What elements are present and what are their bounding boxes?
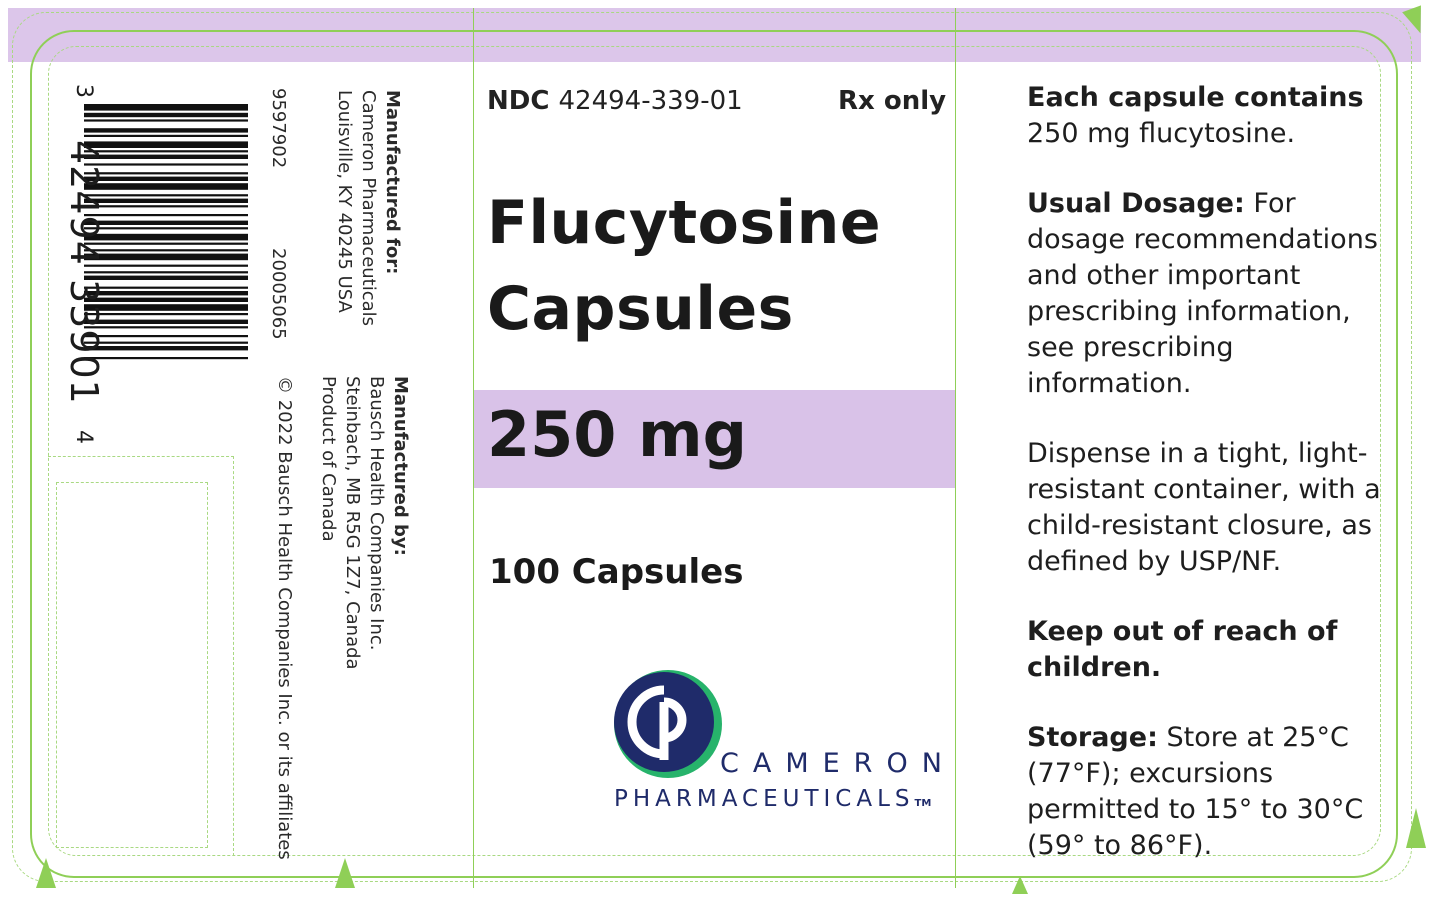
storage-text: Store at 25°C (77°F); excursions permitt… (1027, 722, 1364, 861)
barcode-bar (84, 119, 248, 122)
dispense-section: Dispense in a tight, light-resistant con… (1027, 438, 1381, 577)
manufactured-by-line-1: Bausch Health Companies Inc. (366, 376, 387, 651)
ndc-code: NDC 42494-339-01 (487, 86, 743, 116)
contains-label: Each capsule contains (1027, 82, 1364, 113)
barcode-bar (84, 163, 248, 166)
barcode-bar (84, 297, 248, 302)
cameron-logo-icon (614, 670, 722, 778)
manufactured-by-line-3: Product of Canada (318, 376, 339, 542)
outer-dashed-outline (12, 12, 1412, 882)
barcode-bar (84, 304, 248, 311)
side-dashed-box (48, 456, 234, 856)
barcode-bar (84, 154, 248, 159)
item-code: 9597902 (268, 88, 289, 169)
brand-subtitle: PHARMACEUTICALSTM (614, 786, 931, 812)
manufactured-for-line-2: Louisville, KY 40245 USA (334, 90, 355, 313)
barcode-bar (84, 233, 248, 241)
barcode-bar (84, 242, 248, 245)
storage-label: Storage: (1027, 722, 1158, 753)
manufactured-by-line-2: Steinbach, MB R5G 1Z7, Canada (342, 376, 363, 670)
manufactured-for-line-1: Cameron Pharmaceuticals (358, 90, 379, 327)
barcode-bar (84, 128, 248, 133)
barcode-bar (84, 183, 248, 190)
barcode-bar (84, 214, 248, 217)
barcode-bar (84, 104, 248, 111)
barcode-bar (84, 194, 248, 197)
barcode-leading-digit: 3 (71, 84, 96, 98)
ndc-number: 42494-339-01 (558, 86, 743, 116)
barcode-bar (84, 150, 248, 153)
barcode-bar (84, 286, 248, 289)
label-frame (30, 30, 1398, 878)
product-strength: 250 mg (487, 398, 747, 471)
product-name-line-1: Flucytosine (487, 188, 882, 258)
contains-text: 250 mg flucytosine. (1027, 118, 1296, 149)
barcode-bar (84, 319, 248, 324)
item-code-2: 20005065 (268, 248, 289, 340)
lot-exp-box (56, 482, 208, 848)
keep-out-warning: Keep out of reach of children. (1027, 616, 1338, 683)
ndc-label: NDC (487, 86, 550, 116)
bottom-arrow-icon-2 (1012, 876, 1028, 894)
panel-divider-right (955, 8, 956, 888)
contains-section: Each capsule contains 250 mg flucytosine… (1027, 80, 1387, 152)
dosage-text: For dosage recommendations and other imp… (1027, 188, 1378, 399)
barcode-trailing-digit: 4 (71, 430, 96, 444)
barcode-digits: 42494 33901 (62, 140, 106, 405)
capsule-count: 100 Capsules (489, 552, 744, 592)
brand-name: CAMERON (720, 748, 956, 779)
barcode-bar (84, 141, 248, 148)
manufactured-for-block: Manufactured for: Cameron Pharmaceutical… (332, 90, 404, 326)
top-lavender-band (8, 8, 1421, 62)
barcode-bar (84, 357, 248, 360)
trademark-mark: TM (914, 798, 932, 809)
barcode-bar (84, 227, 248, 230)
brand-subtitle-text: PHARMACEUTICALS (614, 786, 915, 812)
strength-band (474, 390, 955, 488)
barcode-bar (84, 335, 248, 338)
right-arrow-icon (1406, 808, 1426, 848)
barcode-bars (84, 104, 248, 360)
bottom-arrow-icon (335, 858, 355, 888)
rx-only: Rx only (838, 86, 947, 116)
manufactured-by-heading: Manufactured by: (390, 376, 411, 556)
barcode-bar (84, 112, 248, 118)
manufactured-for-heading: Manufactured for: (382, 90, 403, 275)
dosage-label: Usual Dosage: (1027, 188, 1245, 219)
panel-divider-left (473, 8, 474, 888)
manufactured-by-block: Manufactured by: Bausch Health Companies… (316, 376, 412, 670)
dosage-section: Usual Dosage: For dosage recommendations… (1027, 186, 1387, 402)
barcode-bar (84, 205, 248, 208)
barcode-bar (84, 326, 248, 329)
barcode-bar (84, 346, 248, 351)
barcode-bar (84, 271, 248, 274)
barcode-bar (84, 134, 248, 137)
barcode-bar (84, 198, 248, 203)
barcode-bar (84, 275, 248, 280)
product-name: Flucytosine Capsules (487, 180, 881, 352)
storage-section: Storage: Store at 25°C (77°F); excursion… (1027, 720, 1387, 864)
info-panel: Each capsule contains 250 mg flucytosine… (1027, 80, 1387, 898)
barcode-bar (84, 253, 248, 261)
copyright-line: © 2022 Bausch Health Companies Inc. or i… (274, 376, 295, 860)
product-name-line-2: Capsules (487, 274, 794, 344)
bottom-left-arrow-icon (36, 858, 56, 888)
barcode-bar (84, 220, 248, 225)
barcode-bar (84, 176, 248, 181)
barcode-bar (84, 264, 248, 267)
barcode-bar (84, 313, 248, 316)
barcode-bar (84, 249, 248, 252)
barcode-bar (84, 172, 248, 175)
barcode-bar (84, 291, 248, 296)
inner-dashed-outline (48, 46, 1381, 856)
barcode-bar (84, 341, 248, 344)
